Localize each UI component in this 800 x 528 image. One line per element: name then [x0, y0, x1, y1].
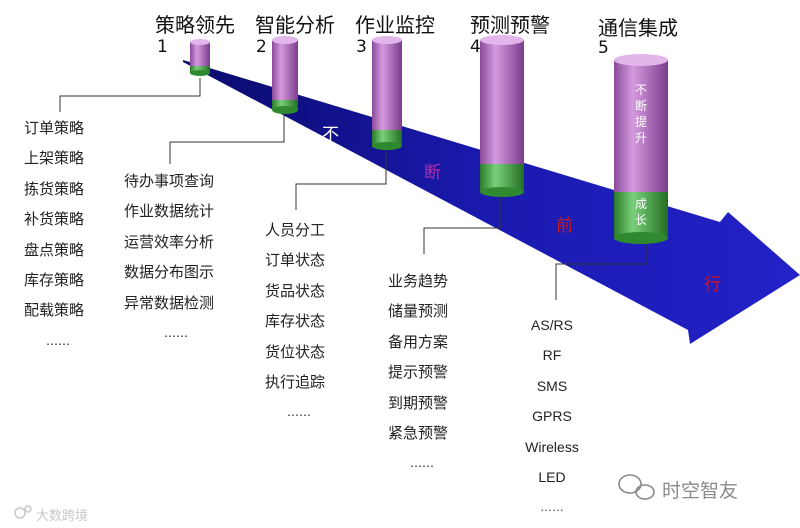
cylinder-4 [480, 35, 524, 197]
stage-4-title: 预测预警 [470, 9, 550, 38]
list-item: …… [388, 448, 448, 478]
stage-1-list: 订单策略 上架策略 拣货策略 补货策略 盘点策略 库存策略 配载策略 …… [24, 113, 84, 356]
list-item: GPRS [520, 401, 584, 431]
list-item: 紧急预警 [388, 418, 448, 448]
wechat-icon [619, 475, 654, 499]
cylinder-2 [272, 36, 298, 114]
list-item: Wireless [520, 432, 584, 462]
watermark-right: 时空智友 [662, 476, 738, 503]
leader-line-2 [170, 110, 284, 164]
list-item: 货位状态 [265, 337, 325, 367]
stage-1-title: 策略领先 [155, 9, 235, 38]
arrow-text-4: 行 [704, 270, 721, 295]
stage-2-list: 待办事项查询 作业数据统计 运营效率分析 数据分布图示 异常数据检测 …… [124, 166, 214, 348]
list-item: RF [520, 340, 584, 370]
list-item: …… [520, 492, 584, 522]
list-item: 人员分工 [265, 215, 325, 245]
list-item: SMS [520, 371, 584, 401]
stage-3-number: 3 [356, 37, 367, 57]
list-item: 待办事项查询 [124, 166, 214, 196]
list-item: 货品状态 [265, 276, 325, 306]
list-item: …… [265, 397, 325, 427]
list-item: 库存策略 [24, 265, 84, 295]
watermark-left-icon [15, 506, 31, 518]
stage-5-list: AS/RS RF SMS GPRS Wireless LED …… [520, 310, 584, 523]
list-item: …… [124, 318, 214, 348]
cylinder-3 [372, 36, 402, 150]
arrow-text-2: 断 [424, 158, 441, 183]
list-item: 拣货策略 [24, 174, 84, 204]
arrow-text-3: 前 [556, 211, 573, 236]
list-item: 业务趋势 [388, 266, 448, 296]
cylinder-top-label: 不断提升 [633, 82, 649, 146]
watermark-left: 大数跨境 [36, 505, 88, 524]
list-item: 储量预测 [388, 296, 448, 326]
list-item: 异常数据检测 [124, 288, 214, 318]
arrow-text-1: 不 [322, 120, 339, 145]
list-item: 运营效率分析 [124, 227, 214, 257]
list-item: …… [24, 326, 84, 356]
cylinder-bottom-label: 成长 [633, 196, 649, 228]
stage-3-title: 作业监控 [355, 9, 435, 38]
list-item: 执行追踪 [265, 367, 325, 397]
list-item: 库存状态 [265, 306, 325, 336]
stage-5-title: 通信集成 [598, 12, 678, 41]
cylinder-1 [190, 39, 210, 76]
stage-2-number: 2 [256, 37, 267, 57]
stage-4-number: 4 [470, 37, 481, 57]
list-item: 数据分布图示 [124, 257, 214, 287]
list-item: 订单策略 [24, 113, 84, 143]
stage-2-title: 智能分析 [255, 9, 335, 38]
list-item: 备用方案 [388, 327, 448, 357]
stage-5-number: 5 [598, 38, 609, 58]
list-item: 作业数据统计 [124, 196, 214, 226]
leader-line-1 [60, 78, 200, 112]
list-item: 盘点策略 [24, 235, 84, 265]
stage-3-list: 人员分工 订单状态 货品状态 库存状态 货位状态 执行追踪 …… [265, 215, 325, 428]
stage-1-number: 1 [157, 37, 168, 57]
list-item: 配载策略 [24, 295, 84, 325]
list-item: 到期预警 [388, 388, 448, 418]
list-item: 上架策略 [24, 143, 84, 173]
stage-4-list: 业务趋势 储量预测 备用方案 提示预警 到期预警 紧急预警 …… [388, 266, 448, 479]
list-item: LED [520, 462, 584, 492]
list-item: 提示预警 [388, 357, 448, 387]
list-item: AS/RS [520, 310, 584, 340]
list-item: 补货策略 [24, 204, 84, 234]
list-item: 订单状态 [265, 245, 325, 275]
